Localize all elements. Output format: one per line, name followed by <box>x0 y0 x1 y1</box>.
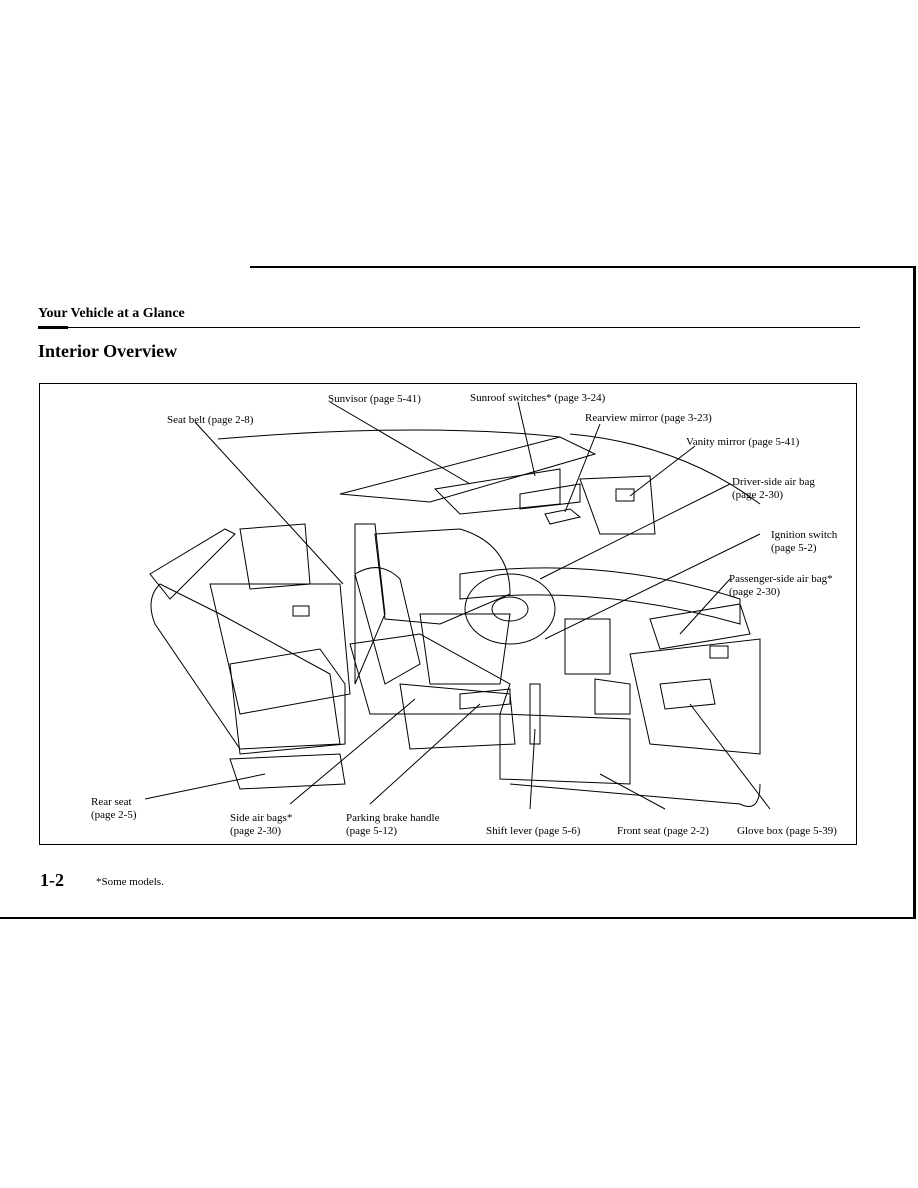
windshield-line <box>569 433 761 505</box>
sunvisor-leader <box>329 401 471 485</box>
callout-vanity-mirror: Vanity mirror (page 5-41) <box>686 436 800 448</box>
callout-ignition-switch-label: Ignition switch <box>771 529 838 541</box>
callout-sunvisor: Sunvisor (page 5-41) <box>328 393 421 405</box>
front-door-panel <box>419 613 511 685</box>
callout-parking-brake: Parking brake handle (page 5-12) <box>346 812 439 838</box>
rear-seat-cushion <box>229 648 346 755</box>
callout-seat-belt: Seat belt (page 2-8) <box>167 414 254 426</box>
parking-brake-leader <box>369 703 481 805</box>
callout-glove-box: Glove box (page 5-39) <box>737 825 837 837</box>
callout-sunroof-switches: Sunroof switches* (page 3-24) <box>470 392 606 404</box>
callout-ignition-switch: Ignition switch (page 5-2) <box>771 529 837 555</box>
rear-seat-back <box>150 583 341 750</box>
callout-passenger-air-bag: Passenger-side air bag* (page 2-30) <box>729 573 833 599</box>
callout-side-air-bags: Side air bags* (page 2-30) <box>230 812 292 838</box>
center-console-stack <box>564 618 611 675</box>
callout-side-air-bags-page: (page 2-30) <box>230 825 282 837</box>
callout-front-seat: Front seat (page 2-2) <box>617 825 709 837</box>
header-rule <box>38 327 860 328</box>
rearview-mirror-shape <box>544 508 582 525</box>
callout-side-air-bags-label: Side air bags* <box>230 812 293 824</box>
callout-rearview-mirror: Rearview mirror (page 3-23) <box>585 412 712 424</box>
passenger-air-bag-leader <box>679 578 731 635</box>
vanity-mirror-shape <box>615 488 635 502</box>
rear-door-panel <box>209 583 351 715</box>
bottom-border-rule <box>0 917 916 919</box>
glove-box-leader <box>689 703 771 810</box>
driver-air-bag-leader <box>539 483 731 580</box>
air-vent-shape <box>709 645 729 659</box>
sunvisor-shape <box>433 468 561 515</box>
front-seat-leader <box>599 773 666 810</box>
roof-line <box>217 429 561 440</box>
front-seat-cushion <box>399 683 516 750</box>
b-pillar <box>354 523 386 685</box>
page-title: Interior Overview <box>38 341 178 361</box>
front-seat-headrest <box>354 567 421 685</box>
rear-seat-headrest-panel <box>149 528 236 600</box>
front-door-window <box>374 528 511 625</box>
section-header: Your Vehicle at a Glance <box>38 306 185 321</box>
top-border-rule <box>250 266 916 268</box>
front-seat-back <box>349 633 511 715</box>
interior-line-drawing <box>144 401 771 810</box>
side-air-bags-leader <box>289 698 416 805</box>
ignition-switch-leader <box>544 533 761 640</box>
callout-ignition-switch-page: (page 5-2) <box>771 542 817 554</box>
steering-hub-shape <box>491 596 529 622</box>
rearview-mirror-leader <box>564 423 601 513</box>
sunroof-panel <box>339 436 597 503</box>
page-number: 1-2 <box>40 870 64 890</box>
sunroof-switches-leader <box>517 401 536 477</box>
vanity-visor <box>579 475 656 535</box>
shift-lever-leader <box>529 728 536 810</box>
sunroof-switch-panel <box>519 483 581 510</box>
interior-illustration: Sunvisor (page 5-41) Sunroof switches* (… <box>39 383 857 845</box>
callout-rear-seat-label: Rear seat <box>91 796 132 808</box>
door-handle-shape <box>292 605 310 617</box>
center-console-lower <box>594 678 631 715</box>
footnote: *Some models. <box>96 876 164 888</box>
passenger-air-bag-cover <box>649 603 751 650</box>
driver-seat <box>499 713 631 785</box>
callout-rear-seat-page: (page 2-5) <box>91 809 137 821</box>
dashboard-top <box>459 567 741 625</box>
callout-driver-air-bag: Driver-side air bag (page 2-30) <box>732 476 815 502</box>
rear-seat-base <box>229 753 346 790</box>
rear-window <box>239 523 311 590</box>
steering-wheel-shape <box>464 573 556 645</box>
parking-brake-shape <box>459 688 511 710</box>
seat-belt-leader <box>194 421 344 585</box>
callout-passenger-air-bag-page: (page 2-30) <box>729 586 781 598</box>
callout-rear-seat: Rear seat (page 2-5) <box>91 796 137 822</box>
glove-box-shape <box>659 678 716 710</box>
callout-shift-lever: Shift lever (page 5-6) <box>486 825 581 837</box>
right-border-rule <box>913 266 916 918</box>
rear-seat-leader <box>144 773 266 800</box>
callout-driver-air-bag-label: Driver-side air bag <box>732 476 815 488</box>
callout-driver-air-bag-page: (page 2-30) <box>732 489 784 501</box>
header-rule-accent <box>38 326 68 329</box>
callout-passenger-air-bag-label: Passenger-side air bag* <box>729 573 833 585</box>
shift-lever-shape <box>529 683 541 745</box>
vanity-mirror-leader <box>629 445 696 497</box>
floor-line <box>509 783 761 807</box>
callout-parking-brake-label: Parking brake handle <box>346 812 440 824</box>
callout-parking-brake-page: (page 5-12) <box>346 825 398 837</box>
dashboard-passenger-side <box>629 638 761 755</box>
